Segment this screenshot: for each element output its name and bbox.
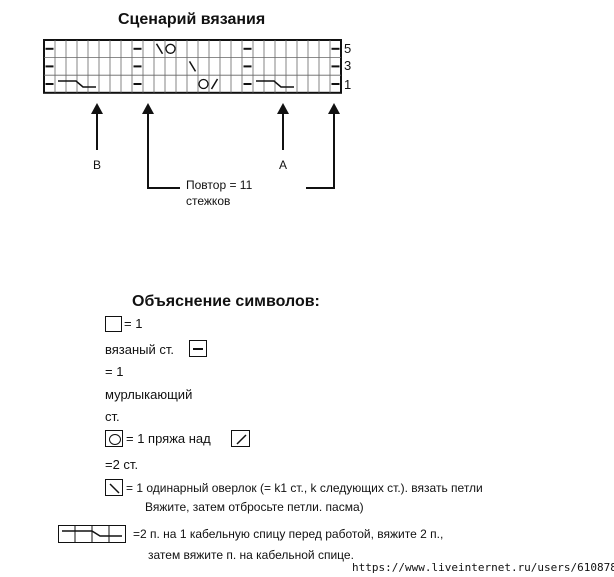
ssk-mark (188, 61, 197, 72)
watermark-url: https://www.liveinternet.ru/users/610878… (352, 561, 614, 574)
ssk-text: = 1 одинарный оверлок (= k1 ст., k следу… (126, 481, 483, 495)
knit-eq: = 1 (124, 316, 143, 331)
repeat-label-line2: стежков (186, 194, 231, 208)
ssk-symbol-icon (105, 479, 123, 496)
purl-symbol-icon (189, 340, 207, 357)
row-number-3: 3 (344, 58, 352, 73)
ssk-mark (155, 43, 164, 55)
knit-symbol-icon (105, 316, 122, 332)
arrow-b-head (91, 103, 103, 114)
chart-title: Сценарий вязания (118, 11, 266, 28)
cable-mark-left (58, 80, 96, 88)
purl-label-2: ст. (105, 409, 120, 424)
knitting-chart (43, 39, 342, 189)
repeat-arrow-right-head (328, 103, 340, 114)
knit-label: вязаный ст. (105, 342, 175, 357)
cable-mark-right (256, 80, 294, 88)
arrow-a-head (277, 103, 289, 114)
yarn-over-mark (165, 43, 176, 54)
repeat-arrow-left-head (142, 103, 154, 114)
row-number-1: 1 (344, 77, 352, 92)
cable-text-2: затем вяжите п. на кабельной спице. (148, 548, 354, 562)
purl-label-1: мурлыкающий (105, 387, 193, 402)
legend-title: Объяснение символов: (132, 293, 320, 310)
repeat-bracket-right (306, 112, 335, 189)
purl-eq: = 1 (105, 364, 124, 379)
k2tog-text: =2 ст. (105, 457, 139, 472)
cable-text: =2 п. на 1 кабельную спицу перед работой… (133, 527, 444, 541)
cable-symbol-icon (58, 525, 126, 543)
marker-b: B (93, 158, 102, 172)
k2tog-symbol-icon (231, 430, 250, 447)
marker-a: A (279, 158, 288, 172)
repeat-label-line1: Повтор = 11 (186, 178, 253, 192)
yarn-over-icon (105, 430, 123, 447)
repeat-bracket-left (147, 112, 180, 189)
row-number-5: 5 (344, 41, 352, 56)
ssk-text-2: Вяжите, затем отбросьте петли. пасма) (145, 500, 364, 514)
yarn-over-text: = 1 пряжа над (126, 431, 211, 446)
k2tog-mark (210, 78, 219, 90)
yarn-over-mark (198, 78, 209, 90)
